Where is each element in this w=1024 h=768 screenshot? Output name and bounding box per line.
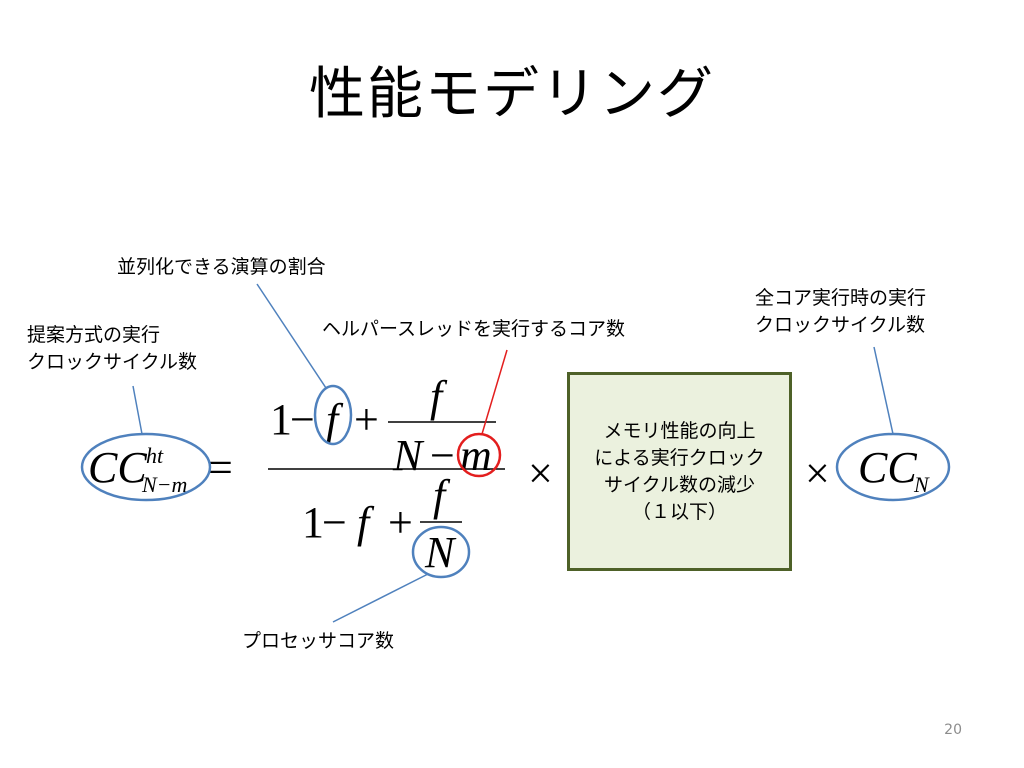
allcore-cycles-line2: クロックサイクル数	[755, 314, 926, 336]
parallel-ratio-connector	[256, 283, 327, 389]
inner-fraction-denominator-N: N	[393, 434, 422, 478]
lhs-cc-text: CC	[88, 443, 147, 492]
box-line-2: による実行クロック	[594, 446, 765, 469]
helper-cores-connector	[481, 349, 508, 435]
inner-m-text: m	[460, 431, 492, 480]
box-line-3: サイクル数の減少	[603, 473, 756, 496]
equals-sign: =	[208, 443, 233, 492]
slide-title: 性能モデリング	[309, 62, 715, 127]
numerator-plus: +	[354, 395, 379, 444]
denominator-one: 1	[302, 498, 324, 547]
inner-f-text: f	[430, 372, 443, 421]
parallel-ratio-label: 並列化できる演算の割合	[117, 256, 326, 278]
memory-performance-box: メモリ性能の向上 による実行クロック サイクル数の減少 （１以下）	[567, 372, 792, 571]
denominator-fraction-N-text: N	[425, 528, 455, 577]
numerator-minus: −	[290, 395, 315, 444]
box-line-4: （１以下）	[631, 500, 727, 523]
allcore-cycles-connector	[873, 346, 894, 435]
numerator-f-text: f	[326, 395, 339, 444]
inner-fraction-numerator-f: f	[430, 375, 442, 419]
lhs-superscript: ht	[146, 443, 164, 468]
proposed-cycles-label: 提案方式の実行 クロックサイクル数	[27, 322, 197, 376]
allcore-cycles-label: 全コア実行時の実行 クロックサイクル数	[755, 285, 926, 339]
processor-cores-connector	[332, 573, 429, 623]
denominator-f-text: f	[357, 498, 370, 547]
allcore-cycles-line1: 全コア実行時の実行	[755, 287, 927, 309]
times-sign-1: ×	[528, 449, 553, 498]
proposed-cycles-line2: クロックサイクル数	[27, 351, 198, 373]
denominator-fraction-f: f	[433, 474, 445, 518]
rhs-subscript: N	[914, 472, 929, 497]
page-number: 20	[944, 722, 962, 738]
denominator-fraction-N: N	[425, 531, 454, 575]
lhs-subscript: N−m	[142, 472, 188, 497]
helper-cores-label: ヘルパースレッドを実行するコア数	[322, 318, 626, 340]
rhs-cc: CC	[858, 446, 917, 490]
proposed-cycles-line1: 提案方式の実行	[27, 324, 161, 346]
denominator-minus: −	[322, 498, 347, 547]
box-line-1: メモリ性能の向上	[603, 419, 756, 442]
rhs-cc-text: CC	[858, 443, 917, 492]
denominator-plus: +	[388, 498, 413, 547]
proposed-cycles-connector	[132, 385, 143, 435]
numerator-f: f	[326, 398, 338, 442]
inner-fraction-denominator-minus: −	[430, 431, 455, 480]
processor-cores-label: プロセッサコア数	[242, 630, 395, 652]
inner-fraction-denominator-m: m	[460, 434, 492, 478]
numerator-one: 1	[270, 395, 292, 444]
denominator-fraction-f-text: f	[433, 471, 446, 520]
lhs-cc: CC	[88, 446, 147, 490]
inner-N-text: N	[393, 431, 423, 480]
times-sign-2: ×	[805, 449, 830, 498]
denominator-f: f	[357, 501, 369, 545]
